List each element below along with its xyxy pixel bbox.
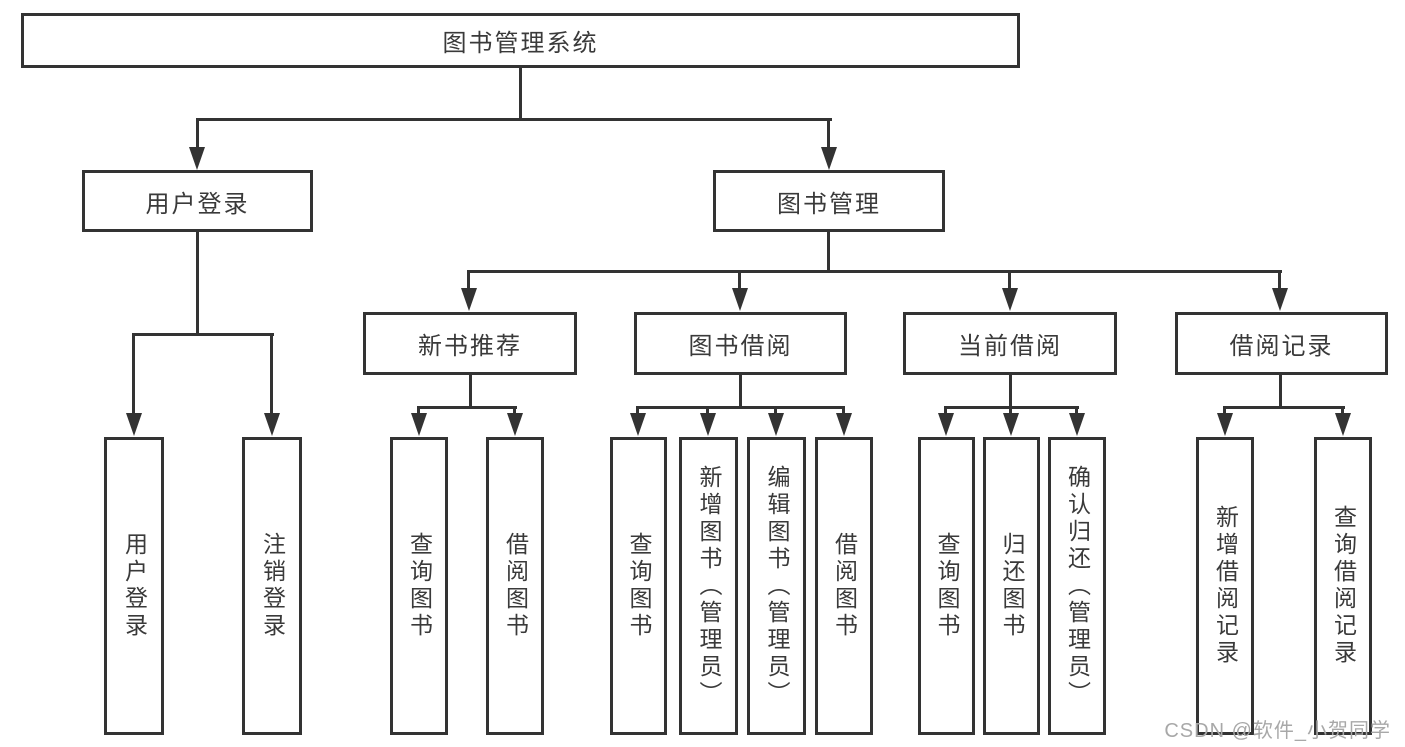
connector-line-h [196, 118, 832, 121]
down-arrowhead-icon [1272, 288, 1288, 311]
node-library-management-system: 图书管理系统 [21, 13, 1020, 68]
down-arrowhead-icon [1069, 413, 1085, 436]
down-arrowhead-icon [1002, 288, 1018, 311]
connector-line-h [417, 406, 517, 409]
connector-line-v [1223, 406, 1226, 416]
connector-line-v [132, 333, 135, 413]
node-add-books-admin-leaf: 新增图书（管理员） [679, 437, 738, 735]
down-arrowhead-icon [264, 413, 280, 436]
node-logout-leaf: 注销登录 [242, 437, 302, 735]
connector-line-v [196, 118, 199, 150]
node-user-login-branch: 用户登录 [82, 170, 313, 232]
connector-line-v [1341, 406, 1344, 416]
down-arrowhead-icon [411, 413, 427, 436]
connector-line-v [706, 406, 709, 416]
node-query-books-leaf: 查询图书 [390, 437, 448, 735]
down-arrowhead-icon [630, 413, 646, 436]
connector-line-v [827, 118, 830, 150]
connector-line-v [738, 270, 741, 288]
down-arrowhead-icon [1335, 413, 1351, 436]
connector-line-v [827, 232, 830, 272]
connector-line-v [1009, 406, 1012, 416]
connector-line-h [468, 270, 1282, 273]
connector-line-v [739, 375, 742, 408]
node-borrow-books-leaf: 借阅图书 [486, 437, 544, 735]
connector-line-v [1009, 375, 1012, 408]
node-user-login-leaf: 用户登录 [104, 437, 164, 735]
connector-line-v [1279, 375, 1282, 408]
down-arrowhead-icon [836, 413, 852, 436]
down-arrowhead-icon [507, 413, 523, 436]
connector-line-v [636, 406, 639, 416]
connector-line-v [270, 333, 273, 413]
node-add-borrow-record-leaf: 新增借阅记录 [1196, 437, 1254, 735]
node-new-book-recommendation: 新书推荐 [363, 312, 577, 375]
connector-line-v [774, 406, 777, 416]
down-arrowhead-icon [732, 288, 748, 311]
down-arrowhead-icon [189, 147, 205, 170]
down-arrowhead-icon [126, 413, 142, 436]
down-arrowhead-icon [768, 413, 784, 436]
connector-line-v [842, 406, 845, 416]
csdn-watermark: CSDN @软件_小贺同学 [1164, 720, 1391, 742]
connector-line-v [1278, 270, 1281, 288]
node-query-borrow-record-leaf: 查询借阅记录 [1314, 437, 1372, 735]
connector-line-v [196, 232, 199, 333]
node-book-borrowing: 图书借阅 [634, 312, 847, 375]
connector-line-h [132, 333, 274, 336]
connector-line-v [467, 270, 470, 288]
node-query-books-leaf: 查询图书 [610, 437, 667, 735]
node-borrow-books-leaf: 借阅图书 [815, 437, 873, 735]
connector-line-v [944, 406, 947, 416]
down-arrowhead-icon [1003, 413, 1019, 436]
connector-line-h [1223, 406, 1345, 409]
node-edit-books-admin-leaf: 编辑图书（管理员） [747, 437, 806, 735]
node-current-borrowing: 当前借阅 [903, 312, 1117, 375]
connector-line-v [513, 406, 516, 416]
connector-line-h [636, 406, 845, 409]
down-arrowhead-icon [1217, 413, 1233, 436]
node-book-management-branch: 图书管理 [713, 170, 945, 232]
connector-line-v [1008, 270, 1011, 288]
connector-line-v [469, 375, 472, 408]
down-arrowhead-icon [821, 147, 837, 170]
down-arrowhead-icon [938, 413, 954, 436]
node-query-books-leaf: 查询图书 [918, 437, 975, 735]
node-confirm-return-admin-leaf: 确认归还（管理员） [1048, 437, 1106, 735]
connector-line-v [417, 406, 420, 416]
node-borrowing-records: 借阅记录 [1175, 312, 1388, 375]
connector-line-v [1075, 406, 1078, 416]
node-return-books-leaf: 归还图书 [983, 437, 1040, 735]
down-arrowhead-icon [461, 288, 477, 311]
down-arrowhead-icon [700, 413, 716, 436]
connector-line-v [519, 68, 522, 120]
